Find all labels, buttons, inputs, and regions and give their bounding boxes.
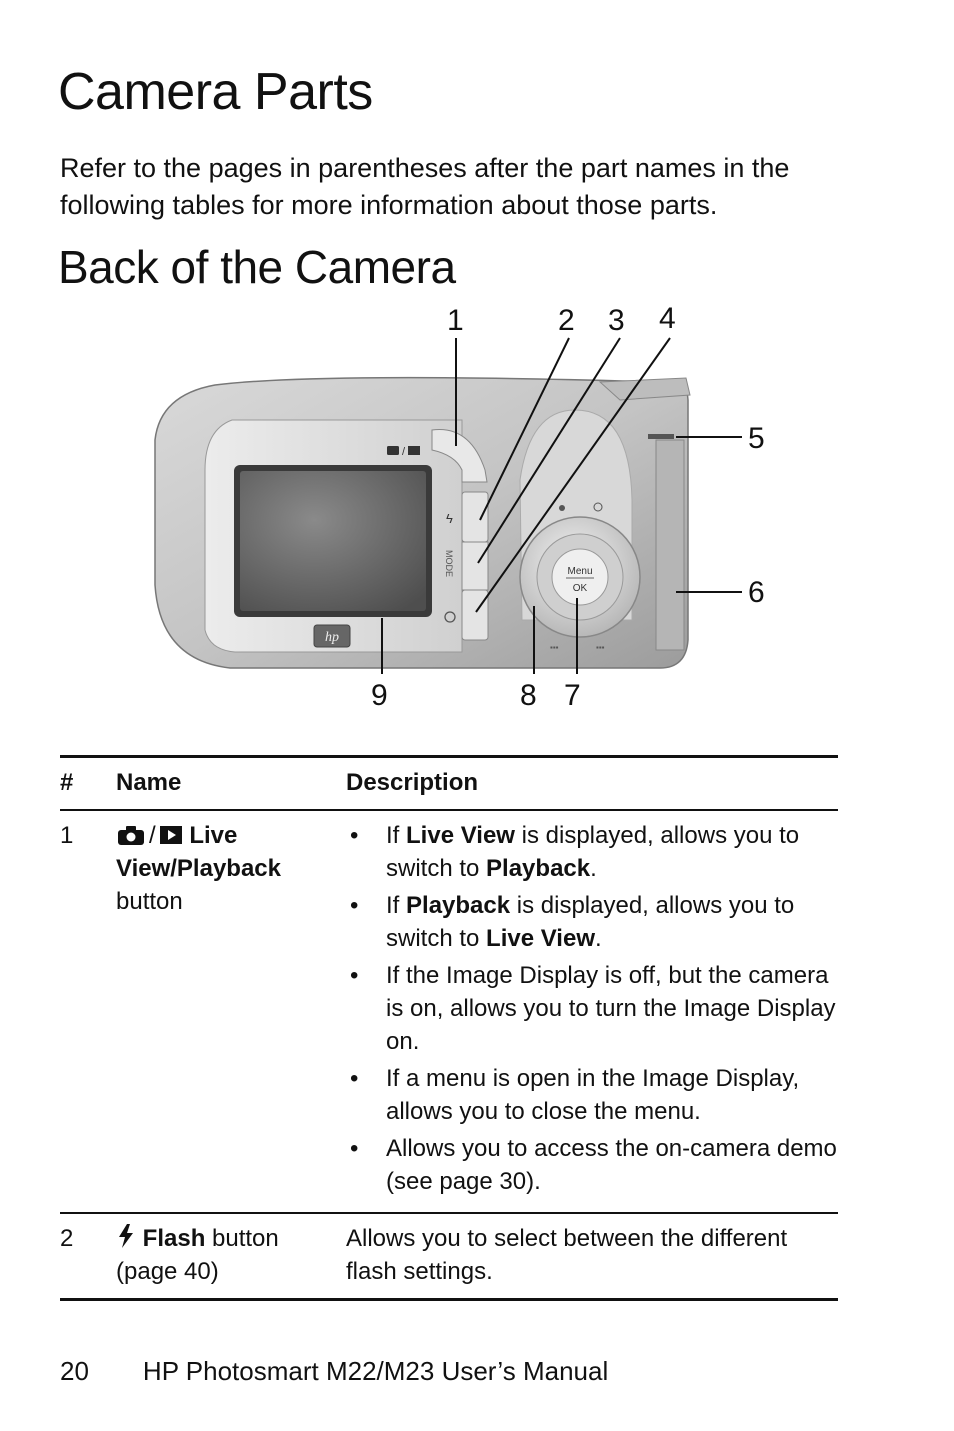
header-name: Name bbox=[116, 755, 346, 811]
zoom-in-glyph bbox=[593, 502, 603, 512]
callout-2: 2 bbox=[558, 304, 575, 337]
callout-leaders bbox=[381, 337, 742, 674]
callout-1: 1 bbox=[447, 304, 464, 337]
callout-7: 7 bbox=[564, 679, 581, 712]
mode-button[interactable] bbox=[461, 541, 489, 591]
row-name-rest: button bbox=[116, 888, 183, 915]
list-item: If Playback is displayed, allows you to … bbox=[346, 889, 838, 955]
parts-table: # Name Description 1 / Live View/Playbac… bbox=[60, 755, 838, 1301]
controller-dial[interactable]: Menu OK ▪▪▪ ▪▪▪ bbox=[519, 502, 641, 652]
row-name-bold: Live View/Playback bbox=[116, 822, 281, 882]
row-name: Flash button (page 40) bbox=[116, 1213, 346, 1301]
callout-5: 5 bbox=[748, 422, 765, 455]
live-view-playback-label: / bbox=[387, 446, 420, 458]
header-description: Description bbox=[346, 755, 838, 811]
self-timer-button[interactable] bbox=[461, 589, 489, 641]
table-row: 1 / Live View/Playback button If Live Vi… bbox=[60, 810, 838, 1214]
callout-3: 3 bbox=[608, 304, 625, 337]
ok-label: OK bbox=[573, 583, 588, 594]
playback-icon bbox=[159, 826, 182, 844]
hp-logo: hp bbox=[313, 624, 351, 648]
list-item: If a menu is open in the Image Display, … bbox=[346, 1062, 838, 1128]
header-number: # bbox=[60, 755, 116, 811]
flash-glyph: ϟ bbox=[446, 511, 453, 526]
callout-9: 9 bbox=[371, 679, 388, 712]
zoom-out-glyph bbox=[559, 505, 565, 511]
page-number: 20 bbox=[60, 1356, 89, 1386]
page-footer: 20 HP Photosmart M22/M23 User’s Manual bbox=[60, 1356, 662, 1387]
callout-4: 4 bbox=[659, 302, 676, 335]
mode-label: MODE bbox=[444, 550, 454, 577]
list-item: If the Image Display is off, but the cam… bbox=[346, 959, 838, 1058]
table-header-row: # Name Description bbox=[60, 755, 838, 811]
list-item: Allows you to access the on-camera demo … bbox=[346, 1132, 838, 1198]
svg-text:/: / bbox=[402, 446, 406, 458]
icon-slash: / bbox=[149, 822, 156, 849]
table-row: 2 Flash button (page 40) Allows you to s… bbox=[60, 1213, 838, 1301]
camera-icon bbox=[118, 826, 144, 845]
row-number: 2 bbox=[60, 1213, 116, 1301]
page-title: Camera Parts bbox=[58, 63, 373, 121]
row-number: 1 bbox=[60, 810, 116, 1214]
svg-text:▪▪▪: ▪▪▪ bbox=[596, 643, 605, 652]
side-buttons: ϟ MODE bbox=[444, 491, 489, 641]
lcd-screen bbox=[234, 465, 432, 617]
row-name-rest: button (page 40) bbox=[116, 1225, 279, 1285]
row-description: If Live View is displayed, allows you to… bbox=[346, 810, 838, 1214]
row-description: Allows you to select between the differe… bbox=[346, 1213, 838, 1301]
self-timer-glyph bbox=[444, 611, 456, 623]
menu-label: Menu bbox=[567, 566, 592, 577]
flash-button[interactable] bbox=[461, 491, 489, 543]
callout-6: 6 bbox=[748, 576, 765, 609]
svg-text:▪▪▪: ▪▪▪ bbox=[550, 643, 559, 652]
intro-paragraph: Refer to the pages in parentheses after … bbox=[60, 153, 790, 220]
camera-back-figure: hp / ϟ MODE Menu OK ▪▪▪ ▪▪▪ bbox=[154, 302, 765, 712]
section-title: Back of the Camera bbox=[58, 241, 456, 293]
list-item: If Live View is displayed, allows you to… bbox=[346, 819, 838, 885]
callout-8: 8 bbox=[520, 679, 537, 712]
manual-title: HP Photosmart M22/M23 User’s Manual bbox=[142, 1356, 609, 1386]
row-name: / Live View/Playback button bbox=[116, 810, 346, 1214]
flash-icon bbox=[119, 1224, 133, 1248]
row-name-bold: Flash bbox=[142, 1225, 206, 1252]
hp-logo-text: hp bbox=[325, 630, 339, 645]
